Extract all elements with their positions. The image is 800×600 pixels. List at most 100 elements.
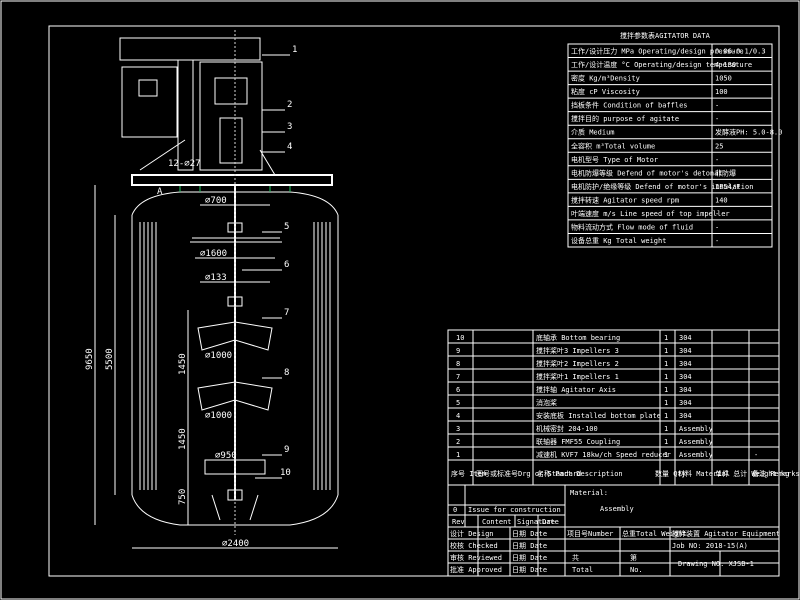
jacket-left <box>139 222 157 490</box>
parts-row-material: 304 <box>679 360 692 368</box>
parts-row-remarks: - <box>754 451 758 459</box>
parts-row-qty: 1 <box>664 438 668 446</box>
project-name: 搅拌装置 Agitator Equipment <box>672 529 780 538</box>
rev-zero-note: Issue for construction <box>468 506 561 514</box>
vessel-bottom-head <box>131 494 339 526</box>
dim-750: 750 <box>178 489 188 505</box>
reducer-body <box>177 59 194 171</box>
agitator-row-label: 工作/设计压力 MPa Operating/design pressure <box>571 47 744 56</box>
parts-row-no: 2 <box>456 438 460 446</box>
callout-10: 10 <box>280 468 291 478</box>
agitator-row-value: - <box>715 115 719 123</box>
agitator-row-label: 电机防爆等级 Defend of motor's detonat <box>571 168 723 177</box>
installed-bottom-plate <box>131 174 333 186</box>
parts-row-no: 9 <box>456 347 460 355</box>
dim-d1000-lower: ⌀1000 <box>205 411 232 421</box>
agitator-row-label: 工作/设计温度 °C Operating/design temperature <box>571 60 752 69</box>
project-no-label: 项目号Number <box>567 530 613 538</box>
parts-row-qty: 1 <box>664 412 668 420</box>
foam-breaker-impeller <box>190 237 282 243</box>
parts-row-desc: 搅拌轴 Agitator Axis <box>536 385 616 394</box>
approved-label: 批准 Approved <box>450 565 502 574</box>
design-label: 设计 Design <box>450 529 494 538</box>
mechanical-seal <box>219 117 243 164</box>
material-label: Material: <box>570 489 608 497</box>
vessel-drawing: 9650 5500 1450 1450 750 ⌀700 ⌀1600 ⌀133 … <box>85 30 339 549</box>
agitator-row-value: - <box>715 223 719 231</box>
assembly-label: Assembly <box>600 505 634 513</box>
agitator-row-value: 0.06-0.1/0.3 <box>715 48 766 56</box>
agitator-row-value: 发酵液PH: 5.0-8.0 <box>715 128 782 137</box>
agitator-row-label: 介质 Medium <box>571 128 615 137</box>
agitator-row-value: - <box>715 210 719 218</box>
page-label: 第 <box>630 553 637 562</box>
date-label-3: 日期 Date <box>512 554 547 562</box>
drawing-frame-inner <box>48 25 780 577</box>
parts-row-material: 304 <box>679 399 692 407</box>
parts-row-qty: 1 <box>664 347 668 355</box>
agitator-row-value: - <box>715 102 719 110</box>
parts-row-no: 5 <box>456 399 460 407</box>
parts-row-no: 3 <box>456 425 460 433</box>
parts-row-qty: 1 <box>664 373 668 381</box>
dim-d700: ⌀700 <box>205 196 227 206</box>
parts-row-material: 304 <box>679 347 692 355</box>
motor-support <box>139 139 276 176</box>
parts-header-drawing: 图号或标准号Drg or Standard <box>476 469 581 478</box>
agitator-row-label: 密度 Kg/m³Density <box>571 74 640 83</box>
agitator-row-label: 电机型号 Type of Motor <box>571 155 658 164</box>
date-label-1: 日期 Date <box>512 530 547 538</box>
parts-row-desc: 搅拌桨叶1 Impellers 1 <box>536 372 619 381</box>
agitator-row-label: 粘度 cP Viscosity <box>571 87 640 96</box>
parts-row-material: 304 <box>679 334 692 342</box>
callout-2: 2 <box>287 100 292 110</box>
agitator-row-value: - <box>715 237 719 245</box>
callout-1: 1 <box>292 45 297 55</box>
parts-row-qty: 1 <box>664 360 668 368</box>
agitator-row-label: 电机防护/绝缘等级 Defend of motor's insulation <box>571 182 753 191</box>
parts-row-qty: 1 <box>664 399 668 407</box>
agitator-row-value: - <box>715 156 719 164</box>
coupling <box>214 77 248 105</box>
callout-9: 9 <box>284 445 289 455</box>
parts-row-material: Assembly <box>679 425 713 433</box>
callout-8: 8 <box>284 368 289 378</box>
dim-total-height: 9650 <box>85 348 95 370</box>
parts-row-no: 4 <box>456 412 460 420</box>
callout-5: 5 <box>284 222 289 232</box>
date-label-2: 日期 Date <box>512 542 547 550</box>
parts-row-material: Assembly <box>679 451 713 459</box>
rev-zero: 0 <box>453 506 457 514</box>
agitator-row-label: 挡板条件 Condition of baffles <box>571 101 688 110</box>
col-date: Date <box>542 518 559 526</box>
ref-a-label: A <box>157 187 163 197</box>
agitator-row-value: 4-130 <box>715 61 736 69</box>
agitator-row-label: 设备总重 Kg Total weight <box>571 236 666 245</box>
callout-7: 7 <box>284 308 289 318</box>
agitator-row-label: 搅拌转速 Agitator speed rpm <box>571 195 679 204</box>
parts-row-desc: 减速机 KVF7 18kw/ch Speed reducer <box>536 450 671 459</box>
callout-leaders <box>242 54 290 479</box>
parts-header-weight: 单件 总计 Weight kg <box>715 469 789 478</box>
total-label: Total <box>572 566 593 574</box>
callout-4: 4 <box>287 142 292 152</box>
agitator-data-table: 搅拌参数表AGITATOR DATA 工作/设计压力 MPa Operating… <box>567 31 782 248</box>
date-label-4: 日期 Date <box>512 566 547 574</box>
agitator-row-label: 物料流动方式 Flow mode of fluid <box>571 222 693 231</box>
dim-d2400: ⌀2400 <box>222 539 249 549</box>
parts-row-desc: 安装底板 Installed bottom plate <box>536 411 661 420</box>
motor-fan <box>138 79 158 97</box>
agitator-table-rows: 工作/设计压力 MPa Operating/design pressure0.0… <box>568 47 782 245</box>
col-signature: Signature <box>517 518 555 526</box>
agitator-row-value: 100 <box>715 88 728 96</box>
reducer-housing <box>199 61 263 171</box>
reducer-top-plate <box>119 37 261 61</box>
parts-row-qty: 1 <box>664 425 668 433</box>
parts-header-qty: 数量 Qty <box>655 469 686 478</box>
agitator-row-label: 搅拌目的 purpose of agitate <box>571 114 679 123</box>
agitator-row-value: 25 <box>715 142 723 150</box>
